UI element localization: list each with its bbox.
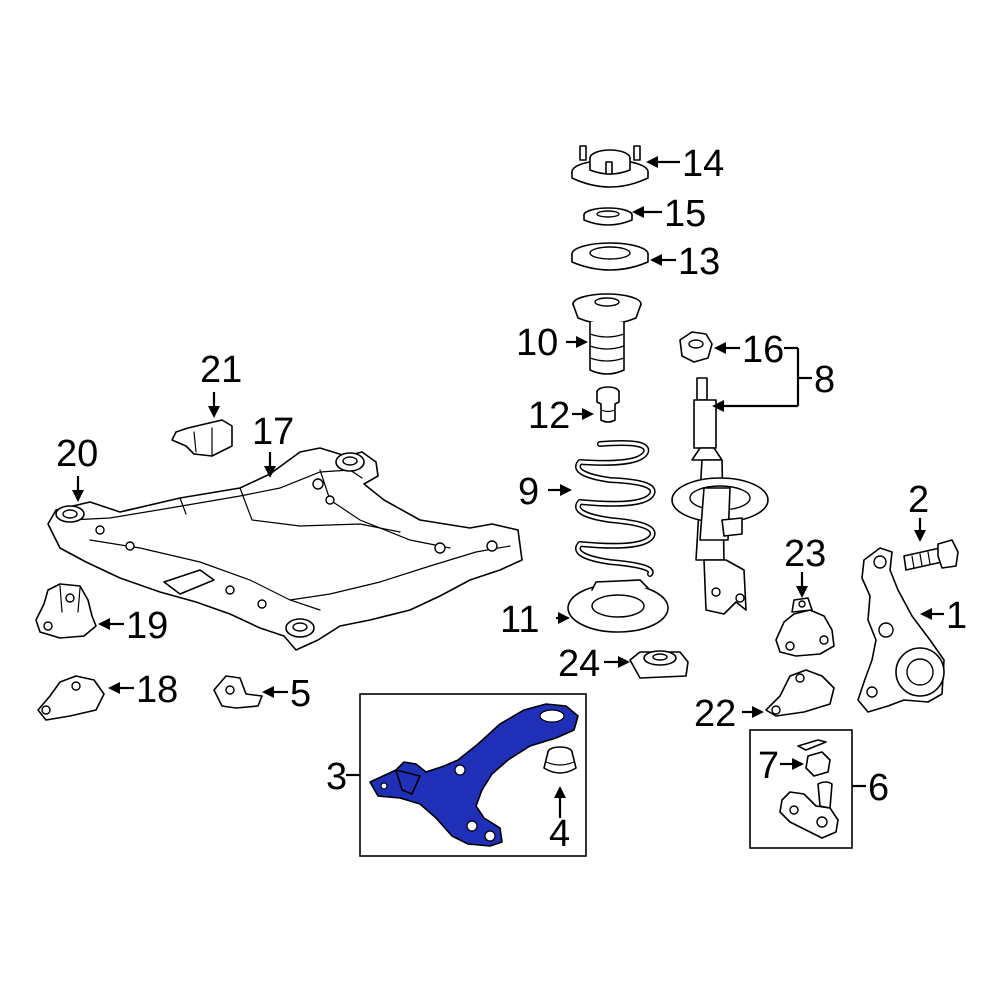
part-16-nut[interactable] [679, 331, 713, 363]
part-9-coil-spring[interactable] [575, 440, 656, 577]
part-13-upper-spring-seat[interactable] [571, 242, 649, 271]
callout-11: 11 [500, 599, 539, 641]
part-21-bracket[interactable] [171, 419, 233, 457]
callout-15: 15 [664, 193, 706, 235]
callout-3: 3 [326, 756, 347, 798]
part-8-strut-assembly[interactable] [671, 377, 769, 615]
callout-23: 23 [784, 533, 826, 575]
callout-24: 24 [558, 643, 600, 685]
part-7-nut[interactable] [797, 739, 831, 777]
part-11-lower-insulator[interactable] [567, 579, 669, 633]
callout-7: 7 [758, 745, 779, 787]
callout-17: 17 [252, 411, 294, 453]
part-17-subframe[interactable] [47, 447, 523, 651]
callout-13: 13 [678, 241, 720, 283]
callout-21: 21 [200, 349, 242, 391]
callout-19: 19 [126, 605, 168, 647]
leader-lines [72, 156, 944, 818]
callout-16: 16 [742, 329, 784, 371]
part-15-bearing[interactable] [583, 207, 633, 226]
part-18-mount[interactable] [37, 675, 105, 721]
callout-5: 5 [290, 673, 311, 715]
callout-18: 18 [136, 669, 178, 711]
callout-10: 10 [516, 322, 558, 364]
callout-22: 22 [694, 693, 736, 735]
part-5-bracket[interactable] [213, 675, 263, 709]
part-6-ball-joint[interactable] [779, 781, 839, 839]
part-12-bump-stopper[interactable] [596, 386, 620, 423]
part-19-mount[interactable] [35, 583, 97, 639]
part-14-strut-mount[interactable] [571, 145, 649, 188]
part-6-detail-box [749, 729, 853, 849]
callout-9: 9 [518, 471, 539, 513]
callout-14: 14 [682, 143, 724, 185]
callout-12: 12 [528, 395, 570, 437]
part-10-dust-boot[interactable] [572, 293, 642, 375]
callout-4: 4 [549, 813, 570, 855]
part-1-steering-knuckle[interactable] [857, 547, 945, 713]
part-23-mount[interactable] [775, 597, 835, 657]
part-3-lower-control-arm[interactable] [369, 703, 579, 847]
callout-20: 20 [56, 433, 98, 475]
callout-2: 2 [908, 479, 929, 521]
part-2-bolt[interactable] [903, 539, 959, 571]
part-22-mount[interactable] [765, 669, 835, 717]
callout-8: 8 [814, 359, 835, 401]
part-24-bracket[interactable] [629, 650, 689, 679]
callout-1: 1 [946, 595, 967, 637]
callout-6: 6 [868, 767, 889, 809]
part-4-bushing[interactable] [543, 746, 577, 774]
